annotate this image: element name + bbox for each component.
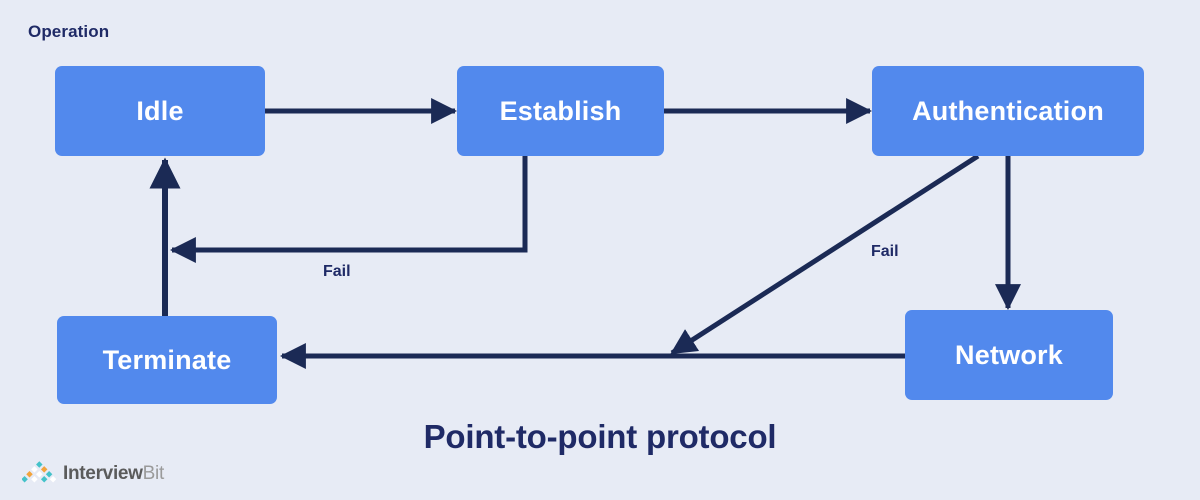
node-idle[interactable]: Idle [55,66,265,156]
node-network-label: Network [955,339,1063,370]
diagram-title: Point-to-point protocol [423,418,777,455]
interviewbit-logo-icon [22,461,56,483]
node-establish-label: Establish [499,95,622,126]
operation-caption: Operation [28,22,110,41]
node-network[interactable]: Network [905,310,1113,400]
edge-label-authentication-fail: Fail [871,243,899,260]
edge-label-establish-fail: Fail [323,263,351,280]
node-terminate[interactable]: Terminate [57,316,277,404]
brand-name: InterviewBit [63,464,164,483]
node-establish[interactable]: Establish [457,66,664,156]
edge-establish-fail-to-idle [169,156,528,263]
brand-name-light: Bit [142,462,165,484]
brand-name-bold: Interview [63,462,143,484]
brand-watermark: InterviewBit [22,461,164,485]
node-authentication-label: Authentication [912,95,1104,126]
node-idle-label: Idle [136,95,184,126]
node-authentication[interactable]: Authentication [872,66,1144,156]
node-terminate-label: Terminate [102,344,232,375]
